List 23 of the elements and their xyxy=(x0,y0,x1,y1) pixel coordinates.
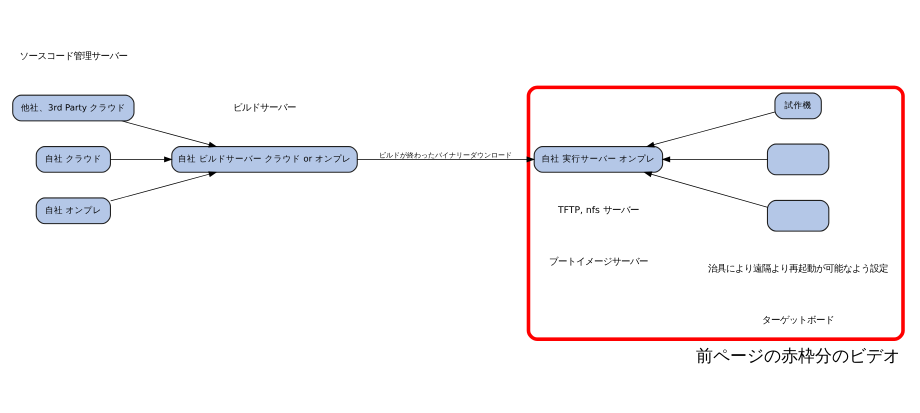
arrow xyxy=(121,120,218,148)
edge-label: ビルドが終わったバイナリーダウンロード xyxy=(379,150,512,160)
arrow xyxy=(646,112,776,148)
label: ビルドサーバー xyxy=(233,102,296,114)
arrow xyxy=(357,156,536,162)
node-box xyxy=(766,144,830,176)
arrow xyxy=(643,171,768,208)
label: ソースコード管理サーバー xyxy=(19,51,128,62)
caption: 前ページの赤枠分のビデオ xyxy=(696,346,900,366)
node-box: 自社 実行サーバー オンプレ xyxy=(534,146,664,173)
node-box: 自社 ビルドサーバー クラウド or オンプレ xyxy=(171,146,358,173)
label: ブートイメージサーバー xyxy=(548,256,648,268)
node-box: 自社 オンプレ xyxy=(36,197,111,224)
arrow xyxy=(110,171,218,202)
label: TFTP, nfs サーバー xyxy=(558,205,639,216)
node-box xyxy=(766,200,830,232)
node-box: 試作機 xyxy=(774,92,822,120)
node-box: 他社、3rd Party クラウド xyxy=(12,94,135,122)
label: ターゲットボード xyxy=(762,315,834,326)
arrow xyxy=(110,156,173,162)
arrow xyxy=(662,156,768,162)
label: 治具により遠隔より再起動が可能なよう設定 xyxy=(708,264,888,275)
node-box: 自社 クラウド xyxy=(36,146,111,173)
